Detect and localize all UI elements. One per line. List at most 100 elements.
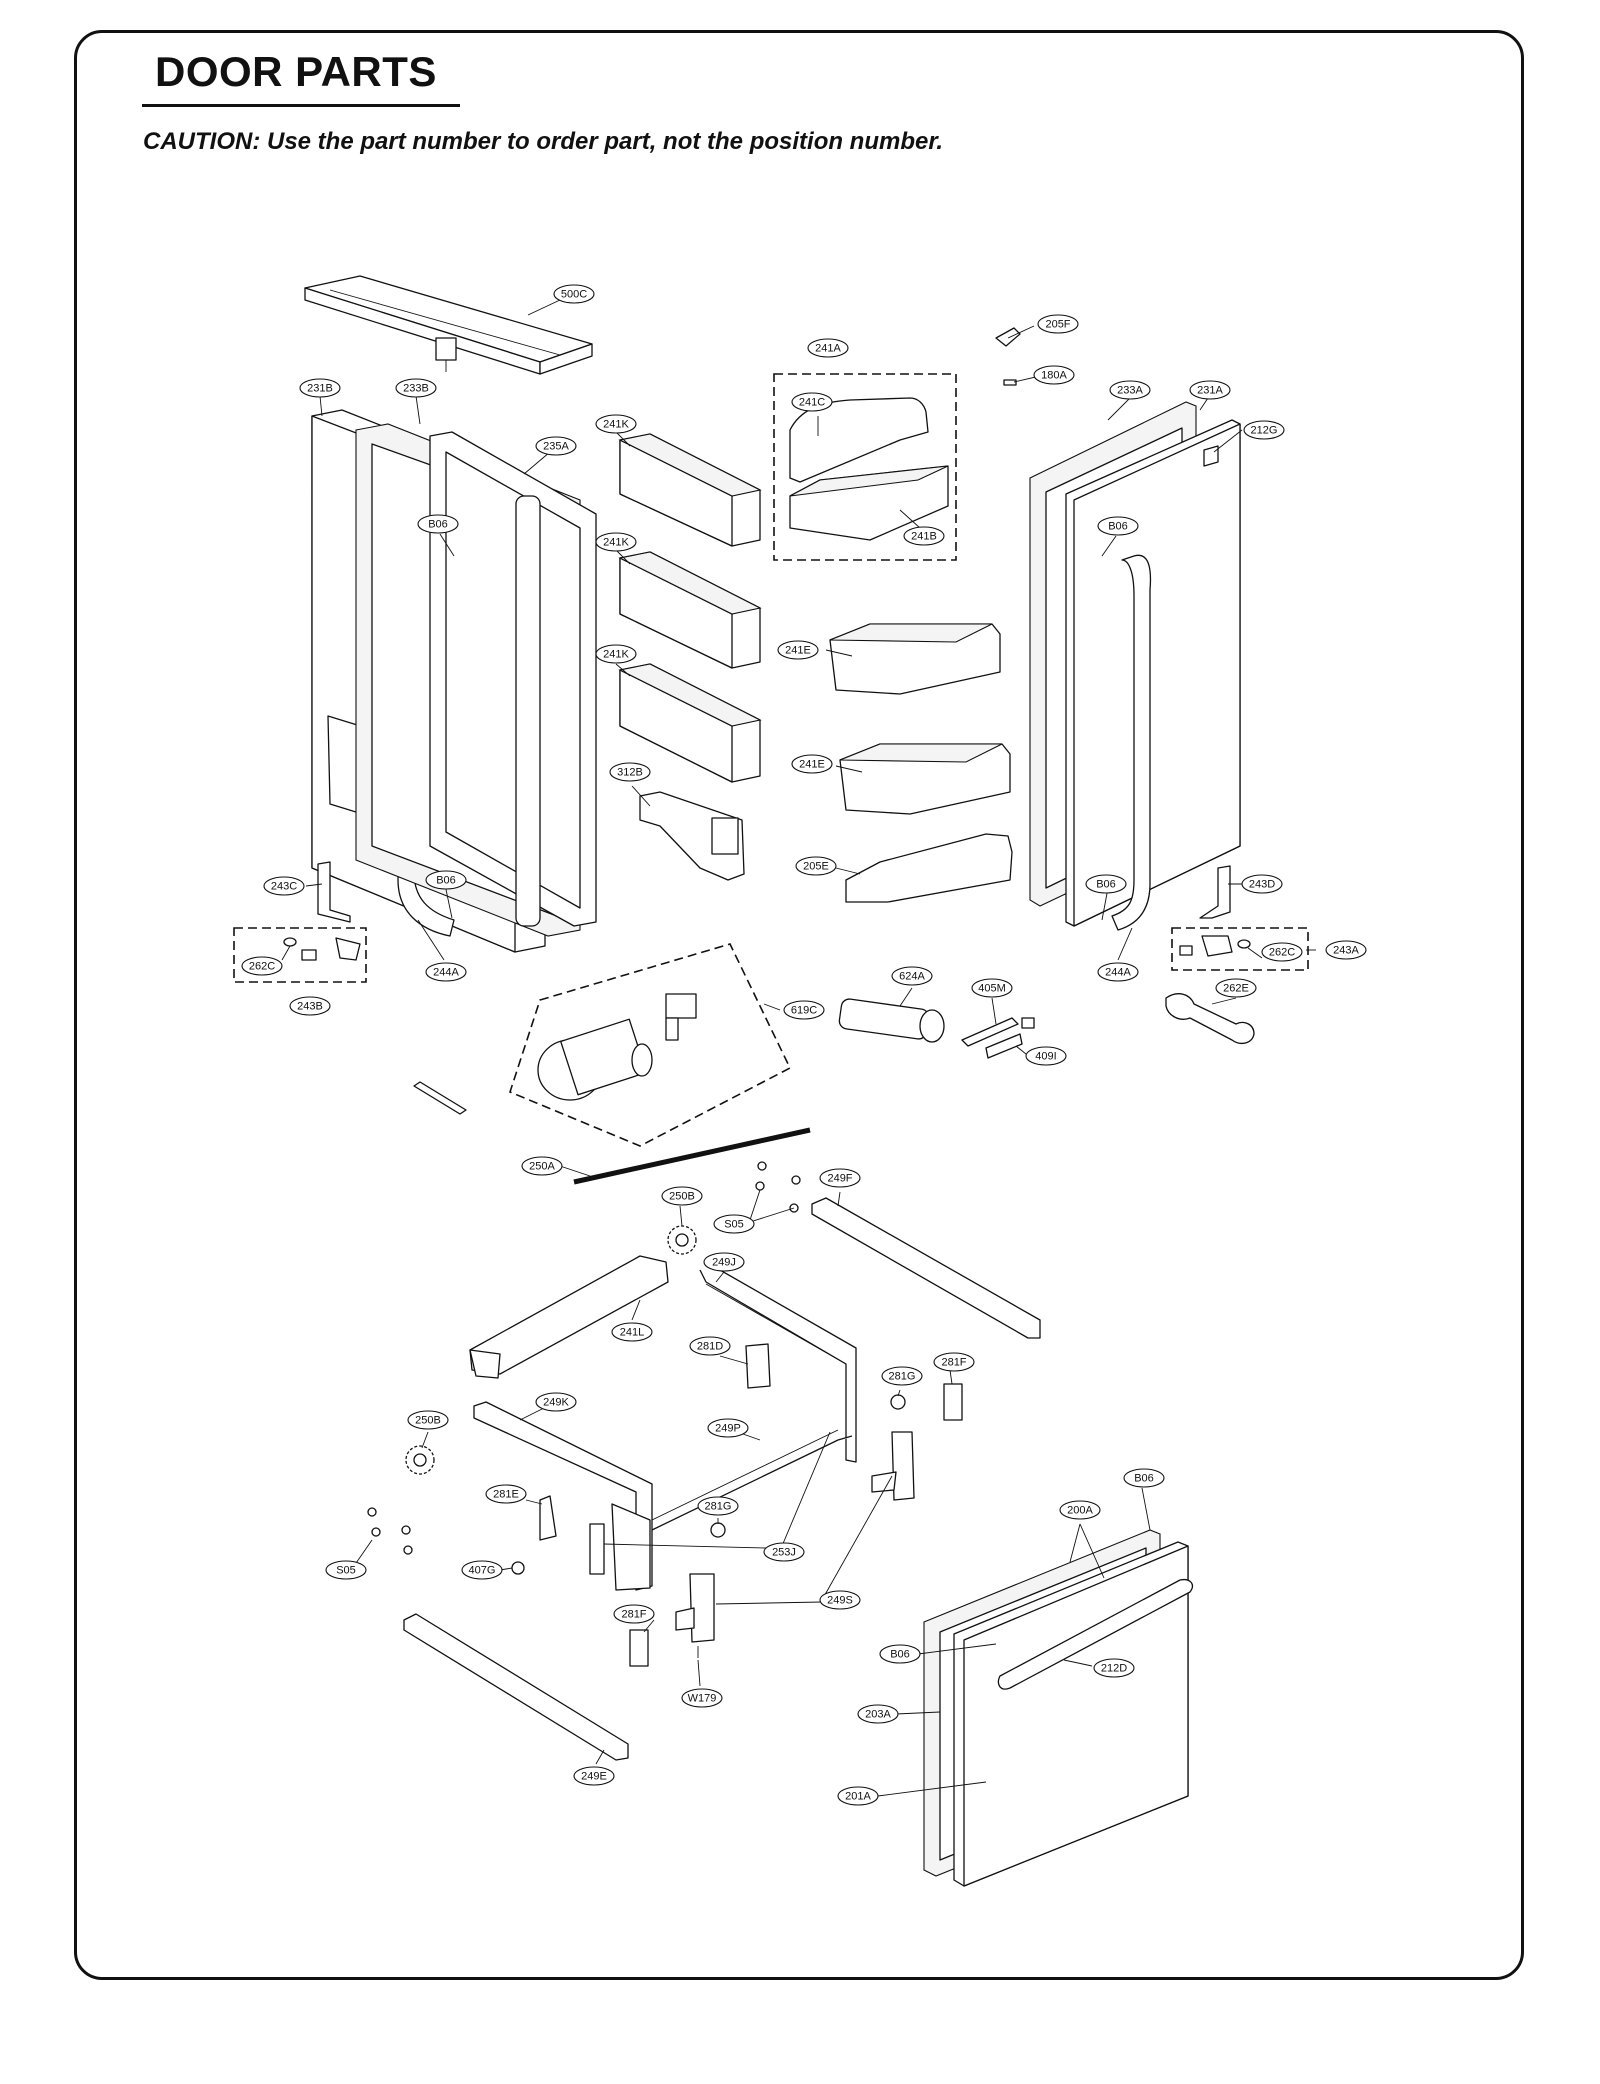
callout-281f: 281F (613, 1604, 655, 1624)
gear-250b-lower (405, 1445, 435, 1475)
callout-241e: 241E (791, 754, 833, 774)
callout-w179: W179 (681, 1688, 723, 1708)
callout-label: 250B (669, 1191, 695, 1203)
clip-407g (511, 1561, 525, 1575)
callout-label: B06 (890, 1649, 910, 1661)
strip-409i (985, 1033, 1023, 1059)
callout-label: 233A (1117, 385, 1143, 397)
callout-b06: B06 (1085, 874, 1127, 894)
callout-243c: 243C (263, 876, 305, 896)
callout-label: B06 (428, 519, 448, 531)
bracket-281e (539, 1495, 557, 1541)
callout-231b: 231B (299, 378, 341, 398)
callout-label: 281F (941, 1357, 966, 1369)
callout-253j: 253J (763, 1542, 805, 1562)
callout-label: 281G (705, 1501, 732, 1513)
callout-label: 249S (827, 1595, 853, 1607)
callout-281f: 281F (933, 1352, 975, 1372)
frame-249p (651, 1429, 853, 1531)
callout-244a: 244A (1097, 962, 1139, 982)
callout-249k: 249K (535, 1392, 577, 1412)
callout-label: 281G (889, 1371, 916, 1383)
rail-249f (811, 1197, 1041, 1339)
gear-250b-upper (667, 1225, 697, 1255)
callout-label: 405M (978, 983, 1006, 995)
callout-label: 312B (617, 767, 643, 779)
callout-label: 249P (715, 1423, 741, 1435)
frame-249j (699, 1269, 857, 1463)
wrench-262e (1165, 993, 1255, 1045)
callout-label: 244A (1105, 967, 1131, 979)
screws-s05-lower (367, 1507, 413, 1555)
callout-b06: B06 (425, 870, 467, 890)
callout-label: S05 (724, 1219, 744, 1231)
callout-label: 500C (561, 289, 587, 301)
callout-label: B06 (1096, 879, 1116, 891)
callout-label: 241K (603, 649, 629, 661)
callout-281e: 281E (485, 1484, 527, 1504)
callout-label: 205F (1045, 319, 1070, 331)
callout-244a: 244A (425, 962, 467, 982)
hinge-group-243b (233, 927, 367, 983)
callout-281g: 281G (697, 1496, 739, 1516)
callout-241c: 241C (791, 392, 833, 412)
callout-label: 281F (621, 1609, 646, 1621)
filter-assembly-619c (537, 993, 697, 1101)
callout-200a: 200A (1059, 1500, 1101, 1520)
callout-label: 281E (493, 1489, 519, 1501)
hinge-parts-243a (1179, 935, 1251, 957)
callout-249s: 249S (819, 1590, 861, 1610)
top-cap-500c (304, 275, 593, 375)
callout-label: 281D (697, 1341, 723, 1353)
bracket-281d (745, 1343, 771, 1389)
callout-label: 241B (911, 531, 937, 543)
bracket-312b (639, 791, 745, 881)
callout-label: 250A (529, 1161, 555, 1173)
callout-249e: 249E (573, 1766, 615, 1786)
filter-624a (838, 998, 945, 1043)
callout-205f: 205F (1037, 314, 1079, 334)
callout-b06: B06 (879, 1644, 921, 1664)
knob-281g-lower (710, 1522, 726, 1538)
callout-label: 249J (712, 1257, 736, 1269)
page-frame (74, 30, 1524, 1980)
callout-label: 262C (1269, 947, 1295, 959)
callout-262e: 262E (1215, 978, 1257, 998)
callout-s05: S05 (325, 1560, 367, 1580)
callout-312b: 312B (609, 762, 651, 782)
door-bin-241k-top (618, 433, 762, 547)
callout-b06: B06 (1097, 516, 1139, 536)
door-bin-241e-lower (839, 743, 1011, 815)
callout-405m: 405M (971, 978, 1013, 998)
callout-s05: S05 (713, 1214, 755, 1234)
callout-203a: 203A (857, 1704, 899, 1724)
callout-241k: 241K (595, 414, 637, 434)
callout-label: 253J (772, 1547, 796, 1559)
callout-label: 244A (433, 967, 459, 979)
callout-label: 243C (271, 881, 297, 893)
callout-243b: 243B (289, 996, 331, 1016)
callout-212g: 212G (1243, 420, 1285, 440)
callout-label: 249F (827, 1173, 852, 1185)
callout-label: 243D (1249, 879, 1275, 891)
callout-label: 249K (543, 1397, 569, 1409)
left-hinge-243c (317, 861, 351, 923)
rail-249e (403, 1613, 629, 1761)
callout-281d: 281D (689, 1336, 731, 1356)
page-title: DOOR PARTS (155, 48, 437, 95)
bin-tray-241b (789, 465, 949, 541)
callout-250b: 250B (407, 1410, 449, 1430)
callout-label: 619C (791, 1005, 817, 1017)
callout-label: 409I (1035, 1051, 1056, 1063)
callout-label: 241K (603, 537, 629, 549)
right-door-231a (1065, 419, 1241, 931)
callout-label: 212D (1101, 1663, 1127, 1675)
callout-205e: 205E (795, 856, 837, 876)
callout-262c: 262C (1261, 942, 1303, 962)
callout-label: 249E (581, 1771, 607, 1783)
callout-249j: 249J (703, 1252, 745, 1272)
callout-label: 407G (469, 1565, 496, 1577)
strip-405m (961, 1017, 1035, 1047)
callout-label: B06 (1134, 1473, 1154, 1485)
callout-label: 241E (785, 645, 811, 657)
